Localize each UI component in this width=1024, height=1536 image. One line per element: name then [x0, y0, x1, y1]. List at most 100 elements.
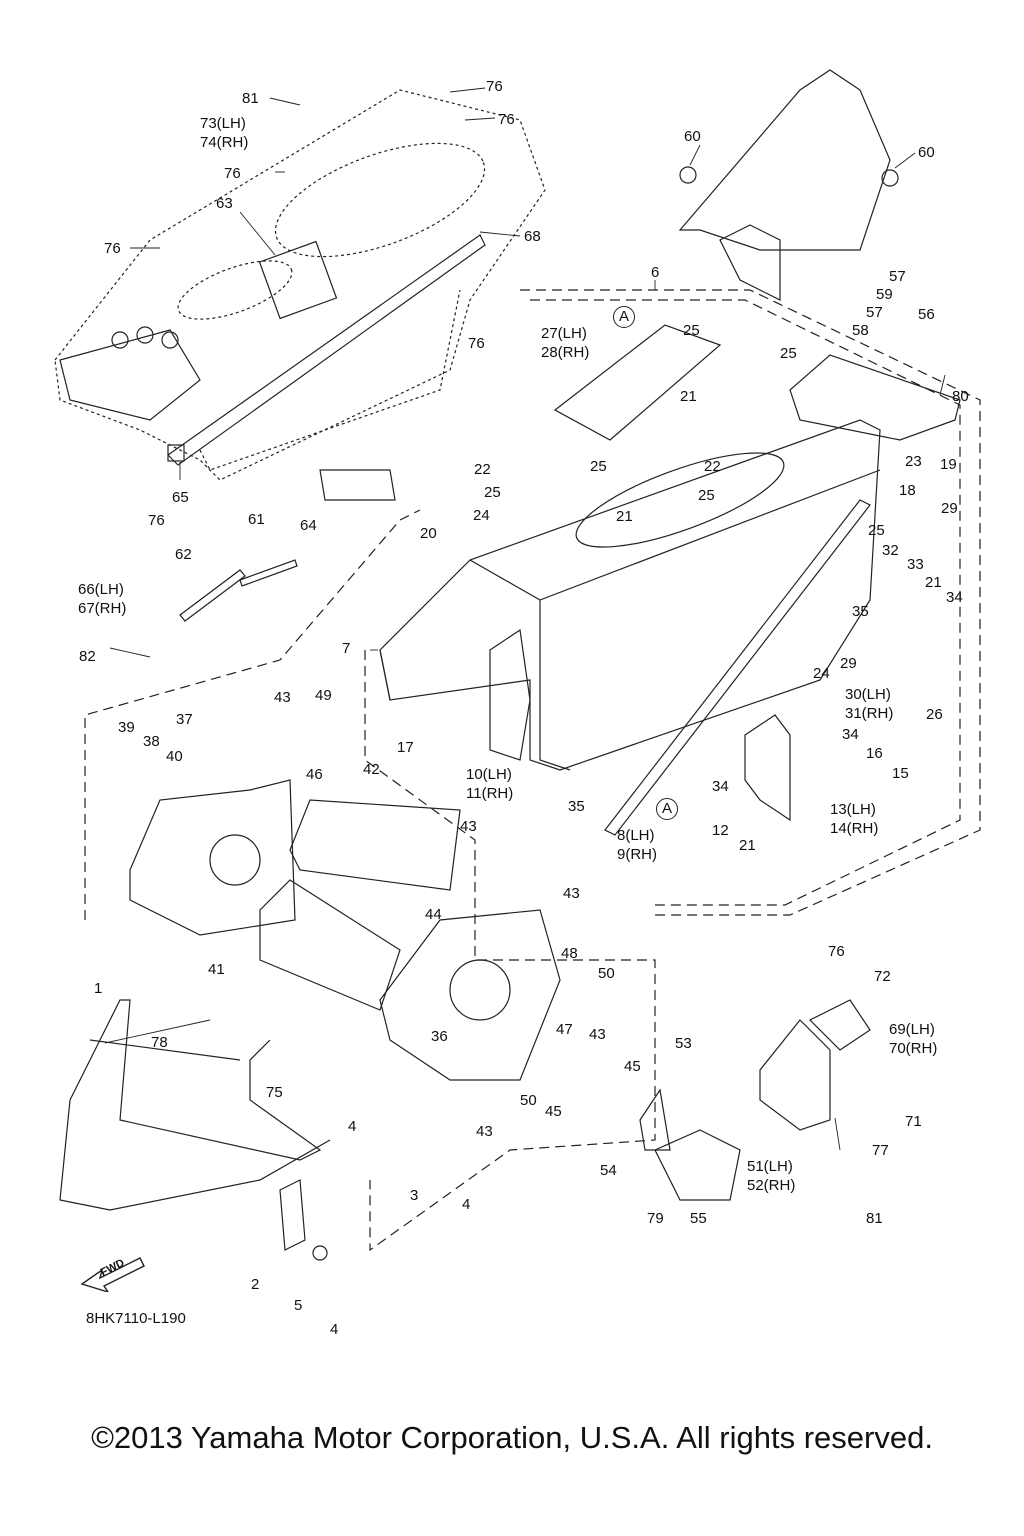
callout-34-c: 34	[712, 778, 729, 795]
callout-76-b: 76	[498, 111, 515, 128]
callout-76-e: 76	[148, 512, 165, 529]
callout-8-9: 8(LH) 9(RH)	[617, 827, 657, 863]
callout-43-e: 43	[476, 1123, 493, 1140]
panel-13-14	[744, 714, 791, 822]
callout-55: 55	[690, 1210, 707, 1227]
plate-27-28	[553, 324, 722, 441]
callout-4-b: 4	[462, 1196, 471, 1213]
callout-61: 61	[248, 511, 265, 528]
callout-21-c: 21	[925, 574, 942, 591]
callout-26: 26	[926, 706, 943, 723]
callout-47: 47	[556, 1021, 573, 1038]
callout-57-b: 57	[866, 304, 883, 321]
callout-6: 6	[651, 264, 660, 281]
callout-76-d: 76	[104, 240, 121, 257]
callout-65: 65	[172, 489, 189, 506]
rear-flap	[678, 69, 891, 251]
bracket-19	[789, 354, 961, 441]
callout-71: 71	[905, 1113, 922, 1130]
callout-82: 82	[79, 648, 96, 665]
callout-32: 32	[882, 542, 899, 559]
front-frame-1	[59, 999, 331, 1211]
bracket-54	[639, 1088, 671, 1151]
callout-43-a: 43	[274, 689, 291, 706]
callout-20: 20	[420, 525, 437, 542]
callout-46: 46	[306, 766, 323, 783]
callout-17: 17	[397, 739, 414, 756]
bulkhead-36	[379, 909, 561, 1081]
bulkhead-37	[129, 779, 296, 936]
callout-75: 75	[266, 1084, 283, 1101]
callout-7: 7	[342, 640, 351, 657]
callout-41: 41	[208, 961, 225, 978]
callout-66-67: 66(LH) 67(RH)	[78, 581, 127, 617]
callout-45-a: 45	[624, 1058, 641, 1075]
plate-10-11	[489, 628, 531, 761]
callout-4-c: 4	[330, 1321, 339, 1338]
callout-35-b: 35	[568, 798, 585, 815]
callout-54: 54	[600, 1162, 617, 1179]
callout-25-b: 25	[780, 345, 797, 362]
callout-25-d: 25	[484, 484, 501, 501]
leader-lines	[104, 87, 946, 1151]
callout-73-74: 73(LH) 74(RH)	[200, 115, 249, 151]
callout-19: 19	[940, 456, 957, 473]
callout-57-a: 57	[889, 268, 906, 285]
callout-50-a: 50	[598, 965, 615, 982]
tunnel-chassis	[379, 419, 881, 771]
callout-30-31: 30(LH) 31(RH)	[845, 686, 894, 722]
brace-69-70	[808, 999, 871, 1051]
callout-76-c: 76	[224, 165, 241, 182]
callout-48: 48	[561, 945, 578, 962]
callout-62: 62	[175, 546, 192, 563]
callout-37: 37	[176, 711, 193, 728]
callout-2: 2	[251, 1276, 260, 1293]
callout-12: 12	[712, 822, 729, 839]
callout-51-52: 51(LH) 52(RH)	[747, 1158, 796, 1194]
callout-53: 53	[675, 1035, 692, 1052]
callout-58: 58	[852, 322, 869, 339]
callout-50-b: 50	[520, 1092, 537, 1109]
group-boundary-7	[364, 650, 656, 1252]
copyright-notice: ©2013 Yamaha Motor Corporation, U.S.A. A…	[91, 1420, 933, 1455]
callout-4-a: 4	[348, 1118, 357, 1135]
forward-arrow-icon: FWD	[78, 1242, 148, 1294]
bracket-2	[279, 1179, 306, 1251]
callout-63: 63	[216, 195, 233, 212]
callout-15: 15	[892, 765, 909, 782]
callout-78: 78	[151, 1034, 168, 1051]
callout-59: 59	[876, 286, 893, 303]
callout-35-a: 35	[852, 603, 869, 620]
callout-29-b: 29	[840, 655, 857, 672]
callout-49: 49	[315, 687, 332, 704]
callout-25-c: 25	[590, 458, 607, 475]
callout-29-a: 29	[941, 500, 958, 517]
callout-42: 42	[363, 761, 380, 778]
reference-marker-a-bottom: A	[656, 798, 678, 820]
callout-24-b: 24	[813, 665, 830, 682]
seat-tank-assembly	[54, 89, 546, 481]
callout-23: 23	[905, 453, 922, 470]
callout-25-a: 25	[683, 322, 700, 339]
callout-81-bottom: 81	[866, 1210, 883, 1227]
callout-25-e: 25	[698, 487, 715, 504]
crossmember-42	[289, 799, 461, 891]
callout-56: 56	[918, 306, 935, 323]
callout-22-a: 22	[474, 461, 491, 478]
callout-77: 77	[872, 1142, 889, 1159]
callout-60-b: 60	[918, 144, 935, 161]
callout-60-a: 60	[684, 128, 701, 145]
callout-76-f: 76	[468, 335, 485, 352]
callout-5: 5	[294, 1297, 303, 1314]
callout-27-28: 27(LH) 28(RH)	[541, 325, 590, 361]
diagram-code: 8HK7110-L190	[86, 1310, 186, 1327]
callout-21-b: 21	[616, 508, 633, 525]
rail-8-9	[604, 499, 871, 836]
callout-39: 39	[118, 719, 135, 736]
plate-63	[258, 240, 338, 320]
parts-drawing	[54, 69, 981, 1261]
callout-81-top: 81	[242, 90, 259, 107]
callout-76-g: 76	[828, 943, 845, 960]
cooler-41	[259, 879, 401, 1011]
callout-16: 16	[866, 745, 883, 762]
